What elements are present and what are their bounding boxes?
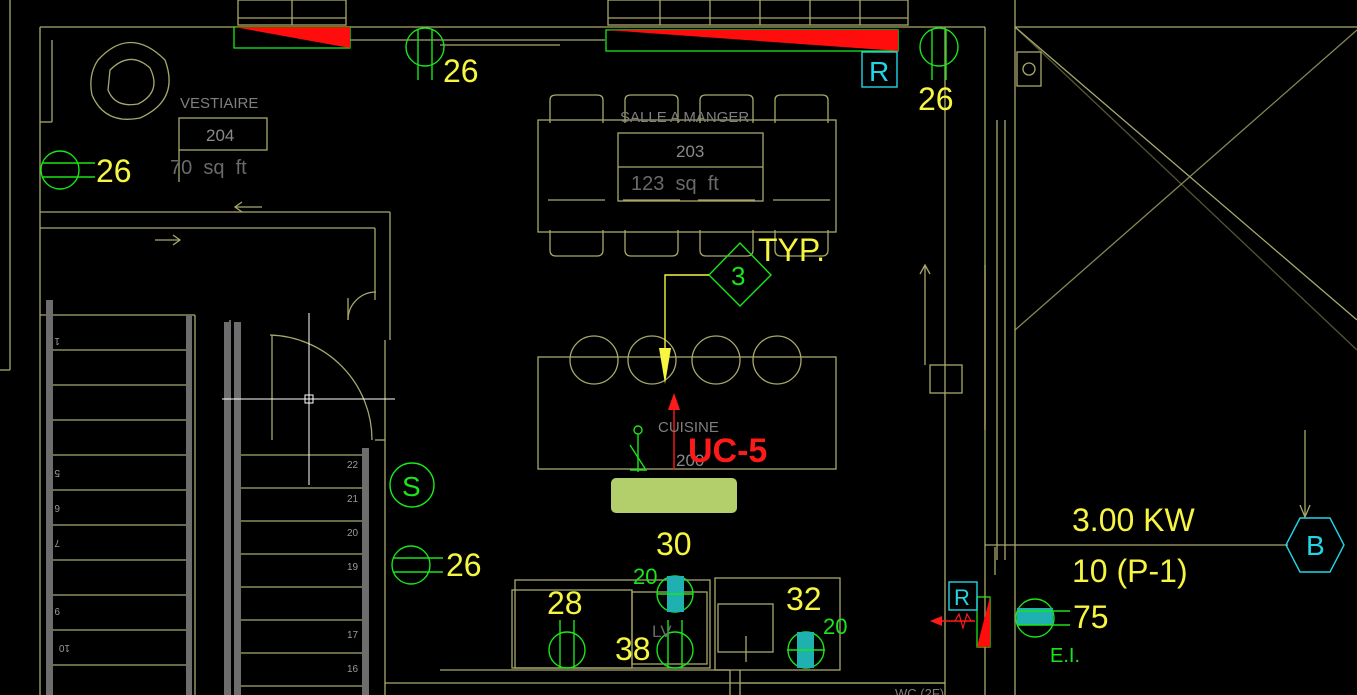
r-tag-bottom: R: [954, 585, 970, 610]
stair-number: 10: [58, 642, 70, 653]
stair-number: 5: [54, 467, 60, 478]
devices: [40, 27, 1055, 669]
typ-label: TYP.: [758, 232, 825, 268]
stair-number: 17: [347, 630, 359, 641]
circuit-label: 26: [918, 81, 954, 117]
circuit-labels: 26 26 26 26 30 28 38 32 75 TYP. 3.00 KW …: [96, 53, 1196, 667]
panel-circuit: 10 (P-1): [1072, 553, 1188, 589]
kitchen-counter: [611, 478, 737, 513]
room-area-salle: 123 sq ft: [631, 173, 719, 195]
circuit-label: 20: [823, 614, 847, 639]
tag-letters: R R B: [869, 56, 1325, 610]
room-number-cuisine: 200: [676, 451, 704, 470]
circuit-label: 20: [633, 564, 657, 589]
circuit-label: 26: [446, 547, 482, 583]
baseboard-heater-3[interactable]: [976, 596, 991, 648]
circuit-label: 26: [443, 53, 479, 89]
hatched-devices: [657, 576, 1070, 668]
stair-number: 22: [347, 460, 359, 471]
stair-number: 16: [347, 664, 359, 675]
stair-number: 19: [347, 562, 359, 573]
r-tag-top: R: [869, 56, 889, 87]
room-number-vestiaire: 204: [206, 126, 234, 145]
circuit-label: 28: [547, 585, 583, 621]
uc-arrow: [668, 393, 975, 631]
stair-number: 1: [54, 335, 60, 346]
stair-number: 6: [54, 502, 60, 513]
stair-numbers-left: 1 5 6 7 9 10: [54, 335, 70, 653]
b-tag: B: [1306, 530, 1325, 561]
typ-leader: [664, 274, 709, 360]
typ-number: 3: [731, 261, 745, 291]
stair-number: 7: [54, 537, 60, 548]
room-number-salle: 203: [676, 142, 704, 161]
tag-shapes: [861, 51, 1345, 611]
green-labels: 20 20 E.I. 3 S: [402, 261, 1080, 667]
s-tag: S: [402, 471, 421, 502]
stair-number: 9: [54, 605, 60, 616]
circuit-label: 38: [615, 631, 651, 667]
room-name-lv: LV: [652, 622, 672, 641]
stair-number: 20: [347, 528, 359, 539]
ei-label: E.I.: [1050, 645, 1080, 667]
baseboard-heater-1[interactable]: [233, 26, 351, 49]
cad-crosshair: [222, 313, 395, 485]
stair-stringers: [46, 300, 369, 695]
baseboard-heater-2[interactable]: [605, 29, 899, 52]
stair-numbers: 22 21 20 19 17 16: [347, 460, 359, 675]
circuit-label: 26: [96, 153, 132, 189]
stair-number: 21: [347, 494, 359, 505]
typ-leader-arrowhead: [659, 348, 671, 384]
circuit-label: 32: [786, 581, 822, 617]
circuit-label: 75: [1073, 599, 1109, 635]
room-name-cuisine: CUISINE: [658, 419, 719, 436]
room-name-vestiaire: VESTIAIRE: [180, 95, 258, 112]
panel-power: 3.00 KW: [1072, 502, 1196, 538]
circuit-label: 30: [656, 526, 692, 562]
uc-label: UC-5: [688, 432, 767, 470]
room-name-salle: SALLE A MANGER: [620, 109, 749, 126]
room-name-wc: WC (2F): [895, 686, 944, 695]
room-area-vestiaire: 70 sq ft: [170, 157, 247, 179]
